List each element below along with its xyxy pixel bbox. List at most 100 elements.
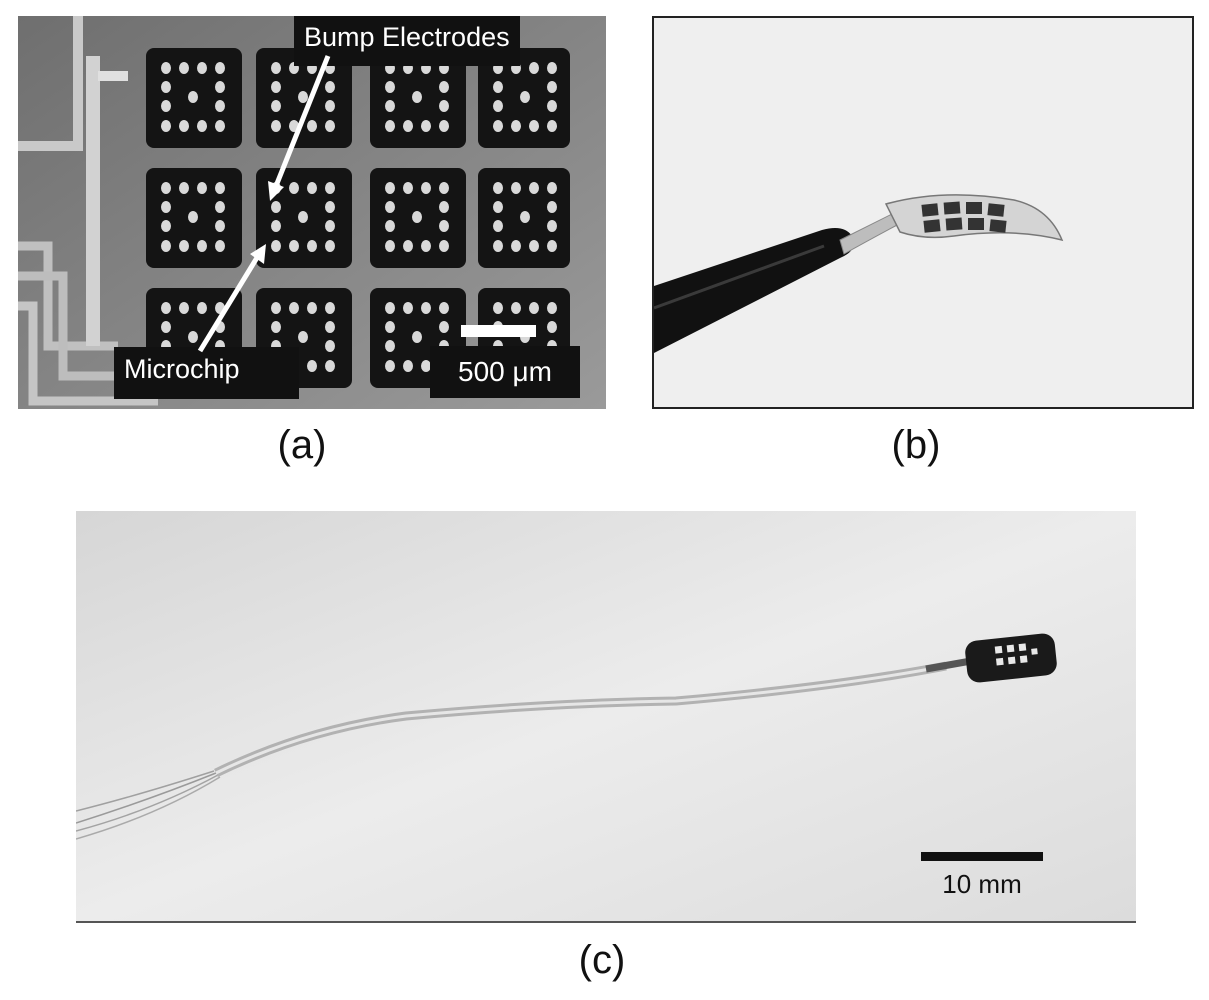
bump-electrode (215, 220, 225, 232)
bump-electrode (197, 240, 207, 252)
bump-electrode (325, 182, 335, 194)
bump-electrode (493, 182, 503, 194)
bump-electrode (511, 302, 521, 314)
bump-electrode (385, 302, 395, 314)
caption-c: (c) (578, 938, 626, 982)
bump-electrode (412, 331, 422, 343)
bump-electrode (215, 100, 225, 112)
bump-electrode (547, 62, 557, 74)
bump-electrode (439, 302, 449, 314)
bump-electrode (215, 240, 225, 252)
bump-electrode (511, 240, 521, 252)
bump-electrode (197, 182, 207, 194)
bump-electrode (493, 100, 503, 112)
bump-electrode (385, 182, 395, 194)
bump-electrode (547, 120, 557, 132)
bump-electrode (289, 182, 299, 194)
bump-electrode (298, 91, 308, 103)
bump-electrode (197, 62, 207, 74)
bump-electrode (289, 240, 299, 252)
bump-electrode (161, 321, 171, 333)
bump-electrode (493, 302, 503, 314)
bump-electrode (439, 321, 449, 333)
bump-electrode (412, 91, 422, 103)
bump-electrode (307, 302, 317, 314)
bump-electrode (520, 91, 530, 103)
bump-electrode (271, 201, 281, 213)
panel-b-photo (654, 18, 1192, 407)
bump-electrode (307, 120, 317, 132)
bump-electrode (403, 302, 413, 314)
bump-electrode (385, 321, 395, 333)
bump-electrode (325, 360, 335, 372)
bump-electrode (385, 340, 395, 352)
bump-electrode (307, 360, 317, 372)
bump-electrode (547, 240, 557, 252)
bump-electrode (298, 211, 308, 223)
bump-electrode (547, 182, 557, 194)
bump-electrode (403, 120, 413, 132)
bump-electrode (493, 220, 503, 232)
bump-electrode (307, 240, 317, 252)
panel-c-photo (76, 511, 1136, 921)
bump-electrode (529, 240, 539, 252)
bump-electrode (325, 100, 335, 112)
scale-label-a: 500 μm (430, 346, 580, 398)
bump-electrode (439, 100, 449, 112)
caption-a: (a) (277, 423, 327, 467)
bump-electrode (161, 62, 171, 74)
bump-electrode (271, 302, 281, 314)
bump-electrode (493, 120, 503, 132)
bump-electrode (271, 100, 281, 112)
bump-electrode (188, 331, 198, 343)
bump-electrode (547, 100, 557, 112)
panel-b-image (652, 16, 1194, 409)
bump-electrode (161, 100, 171, 112)
bump-electrode (439, 182, 449, 194)
bump-electrode (421, 360, 431, 372)
scale-bar-c (921, 852, 1043, 861)
bump-electrode (271, 240, 281, 252)
bump-electrode (385, 220, 395, 232)
bump-electrode (529, 302, 539, 314)
bump-electrode (188, 211, 198, 223)
bump-electrode (421, 240, 431, 252)
bump-electrode (161, 302, 171, 314)
scale-bar-a (461, 325, 536, 337)
bump-electrode (547, 302, 557, 314)
bump-electrode (197, 302, 207, 314)
bump-electrode (385, 120, 395, 132)
bump-electrode (307, 182, 317, 194)
bump-electrode (325, 340, 335, 352)
bump-electrode (385, 240, 395, 252)
bump-electrode (298, 331, 308, 343)
bump-electrode (215, 201, 225, 213)
panel-c-image: 10 mm (76, 511, 1136, 923)
bump-electrode (161, 201, 171, 213)
bump-electrode (520, 211, 530, 223)
bump-electrode (439, 201, 449, 213)
bump-electrode (161, 120, 171, 132)
panel-a-image: Bump Electrodes Microchip 500 μm (18, 16, 606, 409)
bump-electrode (412, 211, 422, 223)
bump-electrode (188, 91, 198, 103)
bump-electrode (385, 201, 395, 213)
bump-electrode (271, 220, 281, 232)
bump-electrode (493, 81, 503, 93)
microchip-label: Microchip (114, 347, 299, 399)
bump-electrode (325, 220, 335, 232)
bump-electrode (271, 120, 281, 132)
bump-electrode (197, 120, 207, 132)
bump-electrode (511, 120, 521, 132)
bump-electrode (161, 240, 171, 252)
bump-electrode (385, 81, 395, 93)
bump-electrode (421, 182, 431, 194)
bump-electrode (289, 302, 299, 314)
bump-electrode (439, 220, 449, 232)
bump-electrode (403, 182, 413, 194)
bump-electrode (179, 120, 189, 132)
bump-electrode (325, 120, 335, 132)
bump-electrode (493, 201, 503, 213)
bump-electrode (325, 201, 335, 213)
scale-label-c: 10 mm (942, 869, 1022, 899)
